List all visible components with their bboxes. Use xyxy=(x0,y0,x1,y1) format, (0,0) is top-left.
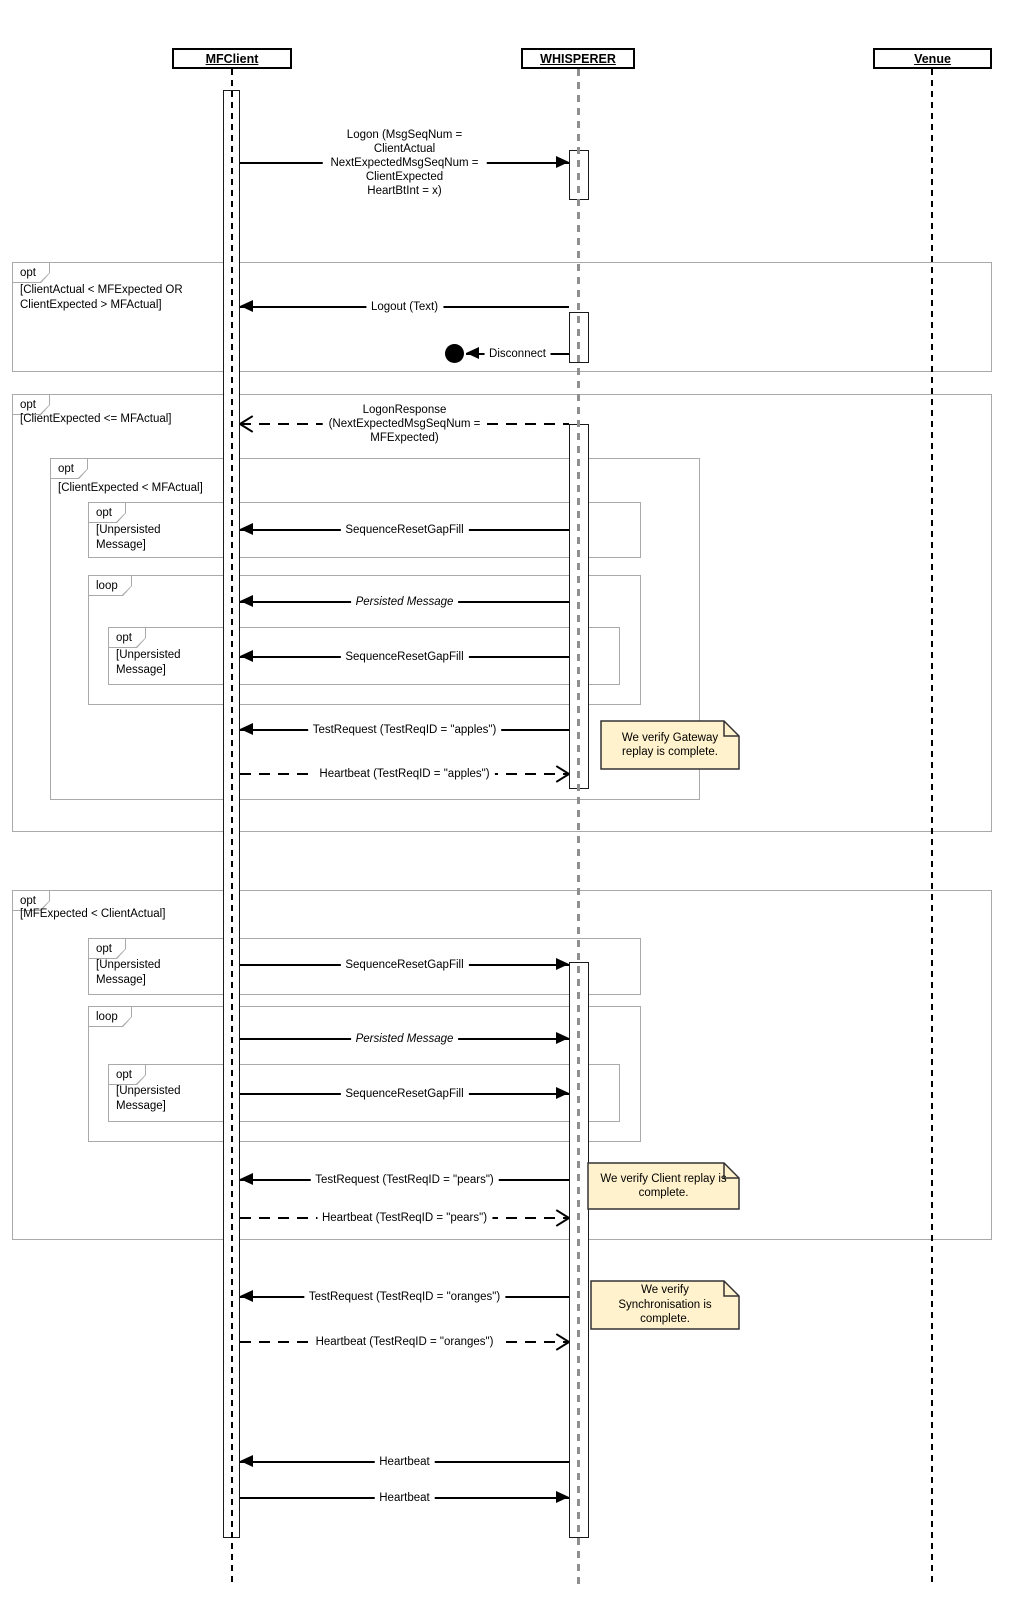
frame-tab: opt xyxy=(108,627,146,648)
frame-tab: loop xyxy=(88,1006,132,1027)
message-label: Heartbeat (TestReqID = "oranges") xyxy=(310,1335,499,1349)
arrowhead-icon xyxy=(240,1173,253,1185)
frame-guard: [Unpersisted Message] xyxy=(116,649,181,676)
participant-mfclient: MFClient xyxy=(172,48,292,69)
message-label: SequenceResetGapFill xyxy=(340,523,469,537)
frame-tab-label: opt xyxy=(109,628,145,647)
frame-guard: [ClientExpected <= MFActual] xyxy=(20,413,172,425)
note-client-replay: We verify Client replay is complete. xyxy=(587,1162,740,1210)
message-label: TestRequest (TestReqID = "oranges") xyxy=(303,1290,506,1304)
frame-guard: [ClientExpected < MFActual] xyxy=(58,482,203,494)
lifeline-whisperer xyxy=(577,69,580,1585)
arrowhead-icon xyxy=(240,1290,253,1302)
message-label: SequenceResetGapFill xyxy=(340,650,469,664)
message-label: Persisted Message xyxy=(350,595,459,609)
arrowhead-icon xyxy=(556,958,569,970)
frame-opt-unpersisted-3: opt [Unpersisted Message] xyxy=(88,938,641,995)
frame-guard: [Unpersisted Message] xyxy=(96,524,161,551)
note-synchronisation: We verify Synchronisation is complete. xyxy=(590,1280,740,1330)
arrowhead-icon xyxy=(240,1455,253,1467)
frame-tab-label: loop xyxy=(89,576,131,595)
frame-tab-label: opt xyxy=(51,459,87,478)
frame-opt-client-expected-lt-mfactual: opt [ClientExpected < MFActual] xyxy=(50,458,700,800)
note-text: We verify Gateway replay is complete. xyxy=(621,731,719,759)
frame-opt-client-replay: opt [MFExpected < ClientActual] xyxy=(12,890,992,1240)
frame-tab: opt xyxy=(12,394,50,415)
frame-tab: loop xyxy=(88,575,132,596)
frame-tab-label: opt xyxy=(13,395,49,414)
arrowhead-icon xyxy=(556,1491,569,1503)
frame-tab: opt xyxy=(50,458,88,479)
arrowhead-icon xyxy=(556,156,569,168)
frame-opt-unpersisted-1: opt [Unpersisted Message] xyxy=(88,502,641,558)
arrowhead-icon xyxy=(240,523,253,535)
arrowhead-icon xyxy=(556,1032,569,1044)
message-label: SequenceResetGapFill xyxy=(340,958,469,972)
message-label: Heartbeat xyxy=(374,1491,435,1505)
participant-mfclient-label: MFClient xyxy=(205,51,259,66)
message-label: Logout (Text) xyxy=(365,300,444,314)
frame-opt-gateway-replay: opt [ClientExpected <= MFActual] xyxy=(12,394,992,832)
arrowhead-icon xyxy=(240,595,253,607)
participant-venue-label: Venue xyxy=(914,51,951,66)
frame-loop-gateway-replay: loop xyxy=(88,575,641,705)
frame-tab-label: opt xyxy=(13,891,49,910)
message-label: Heartbeat (TestReqID = "apples") xyxy=(314,767,495,781)
frame-opt-unpersisted-4: opt [Unpersisted Message] xyxy=(108,1064,620,1122)
frame-tab-label: opt xyxy=(89,939,125,958)
arrowhead-icon xyxy=(556,1087,569,1099)
arrowhead-icon xyxy=(240,300,253,312)
participant-whisperer: WHISPERER xyxy=(521,48,635,69)
frame-tab-label: opt xyxy=(13,263,49,282)
disconnect-terminator-icon xyxy=(445,344,464,363)
message-label: SequenceResetGapFill xyxy=(340,1087,469,1101)
message-label: Heartbeat (TestReqID = "pears") xyxy=(316,1211,493,1225)
frame-tab-label: opt xyxy=(109,1065,145,1084)
frame-guard: [MFExpected < ClientActual] xyxy=(20,908,166,920)
participant-whisperer-label: WHISPERER xyxy=(540,51,616,66)
frame-tab: opt xyxy=(108,1064,146,1085)
participant-venue: Venue xyxy=(873,48,992,69)
frame-tab-label: loop xyxy=(89,1007,131,1026)
frame-guard: [Unpersisted Message] xyxy=(96,959,161,986)
frame-guard: [Unpersisted Message] xyxy=(116,1085,181,1112)
arrowhead-icon xyxy=(240,650,253,662)
message-label: Disconnect xyxy=(484,347,551,361)
frame-tab: opt xyxy=(88,502,126,523)
lifeline-venue xyxy=(931,69,933,1585)
arrowhead-icon xyxy=(466,347,479,359)
note-shape-icon xyxy=(590,1280,740,1330)
message-label: Persisted Message xyxy=(350,1032,459,1046)
lifeline-mfclient xyxy=(231,69,233,1585)
frame-opt-unpersisted-2: opt [Unpersisted Message] xyxy=(108,627,620,685)
note-shape-icon xyxy=(587,1162,740,1210)
frame-tab: opt xyxy=(12,262,50,283)
note-shape-icon xyxy=(600,720,740,770)
frame-tab: opt xyxy=(88,938,126,959)
frame-loop-client-replay: loop xyxy=(88,1006,641,1142)
note-gateway-replay: We verify Gateway replay is complete. xyxy=(600,720,740,770)
message-label: TestRequest (TestReqID = "apples") xyxy=(307,723,502,737)
message-label: Logon (MsgSeqNum = ClientActual NextExpe… xyxy=(322,128,487,198)
note-text: We verify Client replay is complete. xyxy=(600,1172,727,1200)
message-label: TestRequest (TestReqID = "pears") xyxy=(310,1173,499,1187)
frame-tab: opt xyxy=(12,890,50,911)
note-text: We verify Synchronisation is complete. xyxy=(618,1284,712,1326)
frame-tab-label: opt xyxy=(89,503,125,522)
frame-opt-sequence-too-low: opt [ClientActual < MFExpected OR Client… xyxy=(12,262,992,372)
message-label: LogonResponse (NextExpectedMsgSeqNum = M… xyxy=(322,403,487,445)
message-label: Heartbeat xyxy=(374,1455,435,1469)
arrowhead-icon xyxy=(240,723,253,735)
frame-guard: [ClientActual < MFExpected OR ClientExpe… xyxy=(20,284,183,311)
